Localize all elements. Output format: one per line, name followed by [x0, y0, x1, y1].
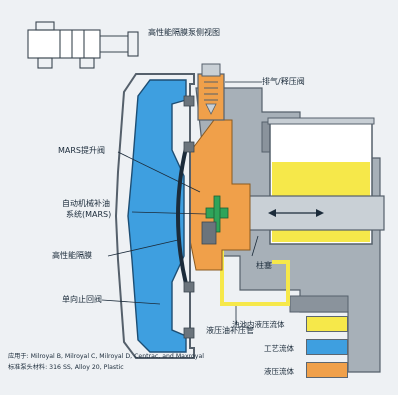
mars-mechanism — [201, 195, 229, 245]
pump-head-flange — [114, 73, 195, 359]
leader-lines — [101, 81, 262, 324]
auto-refill-label-line2: 系统(MARS) — [66, 210, 112, 219]
legend-swatch-process — [306, 339, 348, 355]
plunger-label: 柱塞 — [256, 261, 272, 270]
legend-label-reservoir: 油池内液压流体 — [232, 320, 285, 329]
side-view-thumbnail — [27, 21, 139, 69]
refill-tube — [220, 246, 290, 306]
flange-bolts — [183, 95, 195, 339]
pump-head — [127, 79, 187, 353]
legend-swatch-reservoir — [306, 316, 348, 332]
materials-note: 标准泵头材料: 316 SS, Alloy 20, Plastic — [8, 364, 124, 371]
plunger-rod — [231, 195, 385, 231]
relief-valve — [197, 63, 225, 121]
legend-label-hydraulic: 液压流体 — [264, 367, 294, 376]
exhaust-valve-label: 排气/释压阀 — [262, 77, 305, 86]
applications-note: 应用于: Milroyal B, Milroyal C, Milroyal D,… — [8, 353, 204, 360]
auto-refill-label-line1: 自动机械补油 — [62, 199, 110, 208]
mars-lift-valve-label: MARS提升阀 — [58, 146, 106, 155]
diaphragm — [176, 147, 188, 285]
legend-swatch-hydraulic — [306, 362, 348, 378]
hp-diaphragm-label: 高性能隔膜 — [52, 251, 92, 260]
legend-label-process: 工艺流体 — [264, 344, 294, 353]
refill-tube-label: 液压油补压管 — [206, 326, 254, 335]
check-valve-label: 单向止回阀 — [62, 295, 102, 304]
side-view-label: 高性能隔膜泵侧视图 — [148, 28, 220, 37]
